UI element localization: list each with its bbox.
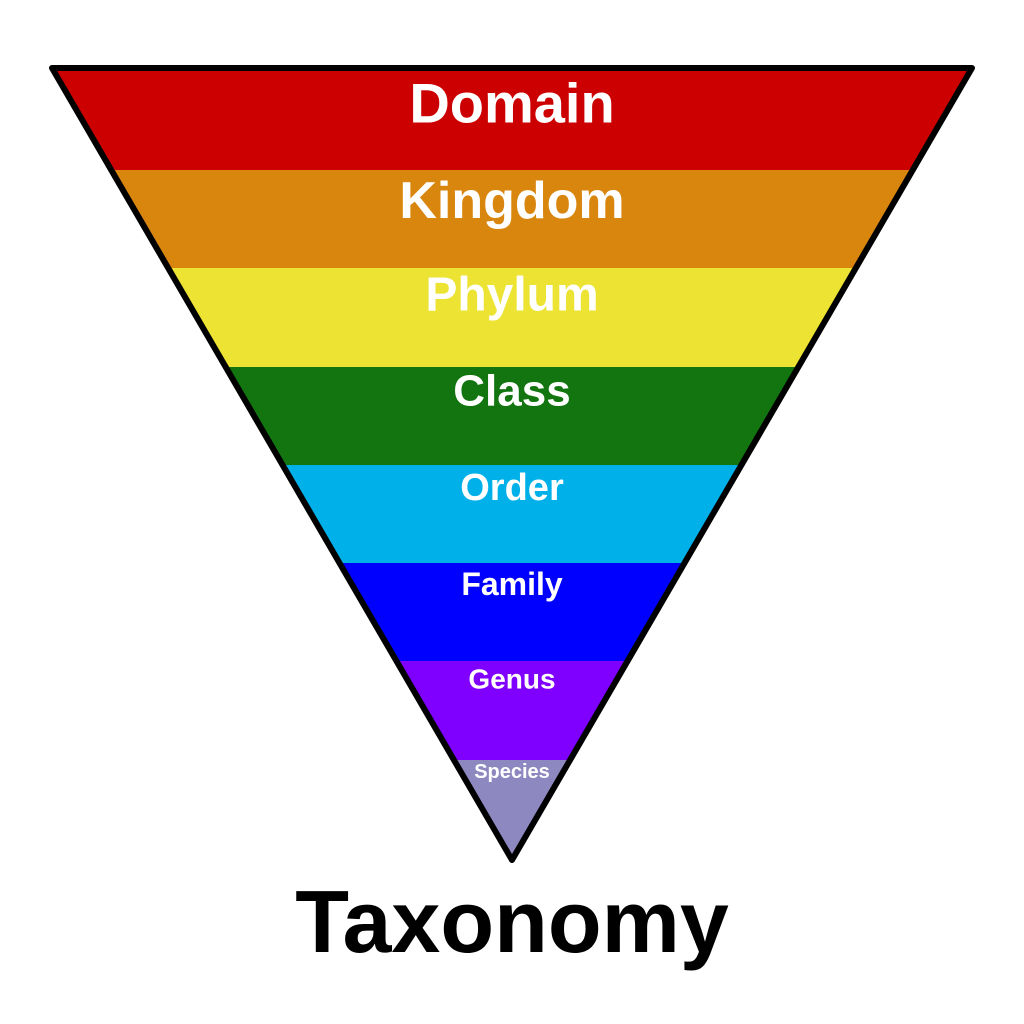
band-domain — [52, 68, 972, 171]
pyramid-outline — [49, 65, 975, 863]
taxonomy-labels: Domain Kingdom Phylum Class Order Family… — [399, 72, 624, 784]
label-domain: Domain — [409, 72, 614, 135]
label-phylum: Phylum — [425, 269, 598, 322]
label-order: Order — [460, 467, 564, 509]
label-class: Class — [453, 367, 570, 416]
diagram-title: Taxonomy — [295, 872, 729, 971]
label-kingdom: Kingdom — [399, 172, 624, 230]
label-family: Family — [461, 566, 563, 602]
label-genus: Genus — [468, 664, 555, 695]
label-species: Species — [474, 761, 550, 783]
band-kingdom — [52, 170, 972, 269]
